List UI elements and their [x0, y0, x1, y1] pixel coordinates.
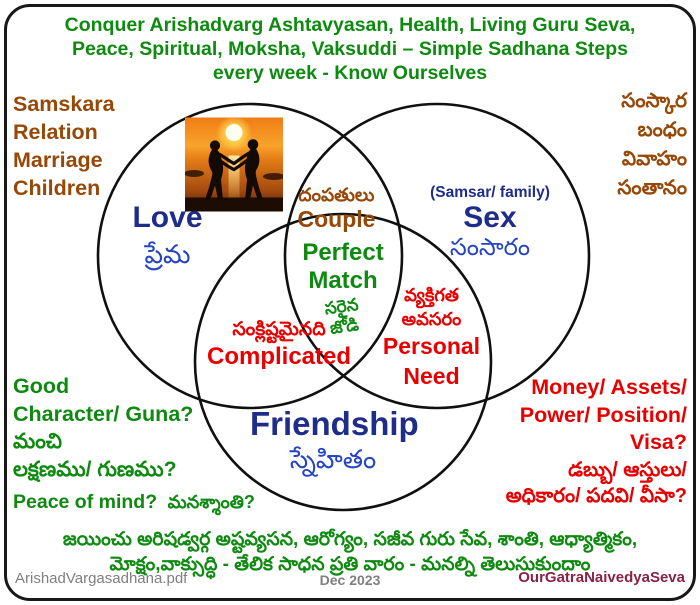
title-line-1: Conquer Arishadvarg Ashtavyasan, Health,… — [64, 14, 636, 36]
complicated-label-en: Complicated — [206, 343, 352, 370]
friendship-circle — [193, 212, 493, 512]
dabbu-astulu-line: డబ్బు/ ఆస్తులు/ — [568, 458, 687, 481]
complicated-intersection-label: సంక్లిష్టమైనది Complicated — [198, 317, 360, 371]
character-guna-line: Character/ Guna? — [13, 402, 194, 426]
samskara-word-list-telugu: సంస్కార బంధం వివాహం సంతానం — [617, 87, 687, 203]
footer-date: Dec 2023 — [319, 572, 381, 588]
love-circle — [96, 102, 404, 410]
footer-filename: ArishadVargasadhana.pdf — [15, 570, 188, 587]
friendship-label-en: Friendship — [250, 405, 419, 442]
page-title: Conquer Arishadvarg Ashtavyasan, Health,… — [0, 13, 700, 85]
couple-intersection-label: దంపతులు Couple — [285, 184, 388, 233]
rock-right — [263, 173, 283, 180]
friendship-label: Friendship స్నేహితం — [250, 405, 419, 476]
power-position-line: Power/ Position/ — [519, 402, 687, 427]
peace-of-mind-en: Peace of mind? — [13, 491, 158, 513]
couple-label-en: Couple — [297, 206, 376, 232]
couple-label-te: దంపతులు — [298, 184, 375, 205]
sex-label: (Samsar/ family) Sex సంసారం — [415, 183, 565, 263]
word-samskara-te: సంస్కార — [621, 90, 687, 112]
perfect-match-label: Perfect Match — [293, 239, 393, 295]
good-character-block: Good Character/ Guna? మంచి లక్షణము/ గుణమ… — [13, 372, 255, 517]
friendship-label-te: స్నేహితం — [289, 444, 377, 474]
perfect-match-line-2: Match — [308, 267, 378, 294]
word-relation: Relation — [13, 120, 98, 144]
perfect-match-line-1: Perfect — [302, 239, 384, 266]
word-vivaham-te: వివాహం — [621, 148, 687, 170]
word-santanam-te: సంతానం — [617, 177, 687, 199]
love-label-te: ప్రేమ — [144, 239, 191, 269]
samskara-word-list: Samskara Relation Marriage Children — [13, 90, 115, 202]
sun-icon — [225, 124, 243, 141]
word-children: Children — [13, 176, 101, 200]
word-marriage: Marriage — [13, 148, 103, 172]
title-line-2: Peace, Spiritual, Moksha, Vaksuddi – Sim… — [72, 38, 628, 60]
sex-label-note: (Samsar/ family) — [430, 184, 550, 201]
personal-need-intersection-label: వ్యక్తిగత అవసరం Personal Need — [374, 283, 489, 391]
sun-reflection — [228, 155, 240, 200]
lakshanamu-line: లక్షణము/ గుణము? — [13, 458, 177, 481]
adhikaram-padavi-line: అధికారం/ పదవి/ వీసా? — [505, 484, 687, 507]
peace-of-mind-line: Peace of mind? మనశ్శాంతి? — [13, 491, 255, 517]
word-bandham-te: బంధం — [637, 119, 687, 141]
complicated-label-te: సంక్లిష్టమైనది — [232, 319, 326, 340]
couple-silhouette — [205, 139, 263, 201]
visa-line: Visa? — [630, 430, 687, 454]
love-label-en: Love — [132, 201, 203, 234]
sex-circle — [283, 102, 591, 410]
sex-label-te: సంసారం — [449, 234, 531, 261]
peace-of-mind-te: మనశ్శాంతి? — [167, 492, 255, 512]
personal-need-te-1: వ్యక్తిగత — [404, 285, 459, 305]
personal-need-en-2: Need — [403, 363, 460, 389]
good-line: Good — [13, 374, 70, 398]
money-assets-line: Money/ Assets/ — [531, 375, 687, 399]
love-label: Love ప్రేమ — [105, 202, 230, 271]
couple-sunset-photo — [185, 117, 283, 212]
bottom-note-line-1: జయించు అరిషడ్వర్గ అష్టవ్యసన, ఆరోగ్యం, సజ… — [62, 529, 638, 550]
word-samskara: Samskara — [13, 92, 115, 116]
personal-need-en-1: Personal — [382, 333, 481, 359]
beach — [185, 197, 283, 212]
personal-need-te-2: అవసరం — [401, 309, 462, 329]
bottom-telugu-note: జయించు అరిషడ్వర్గ అష్టవ్యసన, ఆరోగ్యం, సజ… — [0, 527, 700, 577]
sex-label-en: Sex — [463, 201, 517, 234]
rock-left — [185, 170, 204, 177]
footer-credit: OurGatraNaivedyaSeva — [518, 569, 685, 586]
manchi-line: మంచి — [13, 430, 62, 453]
title-line-3: every week - Know Ourselves — [212, 62, 488, 84]
bottom-note-line-2: మోక్షం,వాక్సుద్ధి - తేలిక సాధన ప్రతి వార… — [109, 554, 591, 575]
money-assets-block: Money/ Assets/ Power/ Position/ Visa? డబ… — [506, 374, 687, 509]
